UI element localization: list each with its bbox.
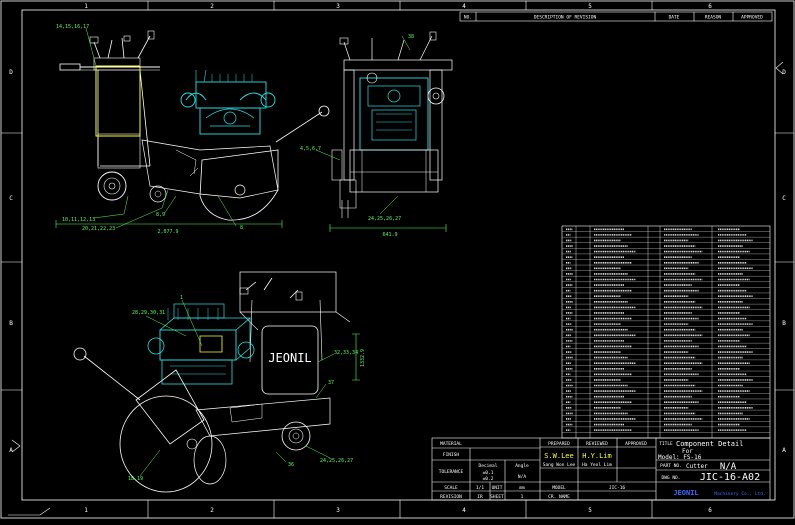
tb-unit-label: UNIT (492, 485, 503, 491)
zone-letter-a-right: A (782, 447, 786, 454)
rev-no-header: NO. (464, 15, 472, 21)
tb-title-label: TITLE (659, 441, 673, 447)
tb-approved-label: APPROVED (625, 441, 647, 447)
tb-title-value: Component Detail (676, 440, 743, 448)
tb-reviewed-name: Ha Yeol Lim (582, 462, 612, 468)
callout-side-small-2: 8 (240, 225, 243, 231)
callout-side-bottom-1: 10,11,12,13 (62, 217, 95, 223)
zone-number-5: 5 (588, 3, 592, 10)
rev-reason-header: REASON (705, 15, 722, 21)
tb-dwg-no-label: DWG NO. (662, 475, 681, 481)
bom-rows (562, 226, 770, 438)
zone-letter-c: C (9, 195, 13, 202)
dimension-iso-height: 1332.9 (360, 349, 366, 367)
company-logo: JEONIL (673, 489, 698, 497)
callout-front-top: 38 (408, 34, 414, 40)
zone-letter-b-right: B (782, 320, 786, 327)
tb-part-no-label: PART NO. (660, 463, 682, 469)
tb-tol-val-2: ±0.2 (483, 476, 494, 482)
revision-table: NO. DESCRIPTION OF REVISION DATE REASON … (459, 11, 773, 22)
zone-number-6-bottom: 6 (708, 507, 712, 514)
tb-decimal-label: Decimal (479, 463, 498, 469)
callout-side-bottom-2: 20,21,22,23 (82, 226, 115, 232)
tb-reviewed-sign: H.Y.Lim (582, 452, 612, 460)
zone-number-2: 2 (210, 3, 214, 10)
zone-number-4-bottom: 4 (462, 507, 466, 514)
tb-tolerance-label: TOLERANCE (439, 469, 464, 475)
tb-reviewed-label: REVIEWED (586, 441, 608, 447)
callout-iso-7: 24,25,26,27 (320, 458, 353, 464)
company-name: Machinery Co., Ltd. (714, 491, 765, 497)
tb-cutter-line: Cutter (686, 463, 708, 470)
callout-iso-4: 37 (328, 380, 334, 386)
rev-date-header: DATE (669, 15, 680, 21)
tb-prepared-sign: S.W.Lee (544, 452, 574, 460)
tb-sheet-value: 1 (521, 494, 524, 500)
callout-front-bottom: 24,25,26,27 (368, 216, 401, 222)
tb-revision-value: IR (477, 494, 483, 500)
tb-model-label: MODEL (552, 485, 566, 491)
callout-iso-2: 28,29,30,31 (132, 310, 165, 316)
tb-sheet-label: SHEET (490, 494, 504, 500)
callout-side-small-1: 8,9 (156, 212, 165, 218)
rev-approved-header: APPROVED (741, 15, 763, 21)
dimension-front-width: 641.9 (382, 232, 397, 238)
isometric-view: JEONIL (73, 271, 360, 493)
title-block (431, 437, 771, 501)
tb-tol-na: N/A (518, 474, 526, 480)
tb-scale-label: SCALE (444, 485, 458, 491)
callout-iso-1: 1 (180, 295, 183, 301)
tb-prepared-name: Sang Won Lee (543, 462, 576, 468)
callout-iso-6: 36 (288, 462, 294, 468)
zone-letter-c-right: C (782, 195, 786, 202)
side-view (55, 27, 330, 229)
machine-brand-label: JEONIL (268, 351, 311, 365)
zone-letter-d: D (9, 69, 13, 76)
tb-part-no-value: N/A (720, 462, 737, 472)
tb-model-value: JIC-16 (609, 485, 626, 491)
bom-table (561, 225, 771, 439)
tb-revision-label: REVISION (440, 494, 462, 500)
callout-front-left: 4,5,6,7 (300, 146, 321, 152)
zone-number-3-bottom: 3 (336, 507, 340, 514)
zone-number-5-bottom: 5 (588, 507, 592, 514)
zone-number-6: 6 (708, 3, 712, 10)
tb-prepared-label: PREPARED (548, 441, 570, 447)
tb-tol-val-1: ±0.1 (483, 470, 494, 476)
zone-number-1: 1 (84, 3, 88, 10)
callout-side-top: 14,15,16,17 (56, 24, 89, 30)
zone-number-4: 4 (462, 3, 466, 10)
tb-scale-value: 1/1 (476, 485, 484, 491)
front-view (315, 31, 453, 232)
zone-number-2-bottom: 2 (210, 507, 214, 514)
tb-model-line: Model: FS-16 (658, 454, 702, 461)
zone-number-3: 3 (336, 3, 340, 10)
callout-iso-3: 32,33,34 (334, 350, 358, 356)
inner-frame (21, 9, 776, 501)
callout-iso-5: 18,19 (128, 476, 143, 482)
dimension-side-length: 2,077.9 (157, 229, 178, 235)
tb-cr-name-label: CR. NAME (548, 494, 570, 500)
zone-number-1-bottom: 1 (84, 507, 88, 514)
zone-letter-d-right: D (782, 69, 786, 76)
tb-material-label: MATERIAL (440, 441, 462, 447)
tb-angle-label: Angle (515, 463, 529, 469)
tb-unit-value: mm (519, 486, 525, 491)
rev-desc-header: DESCRIPTION OF REVISION (534, 15, 597, 21)
zone-letter-b: B (9, 320, 13, 327)
tb-dwg-no-value: JIC-16-A02 (700, 472, 760, 483)
zone-letter-a: A (9, 447, 13, 454)
tb-for-label: For (682, 448, 693, 455)
tb-finish-label: FINISH (443, 452, 460, 458)
